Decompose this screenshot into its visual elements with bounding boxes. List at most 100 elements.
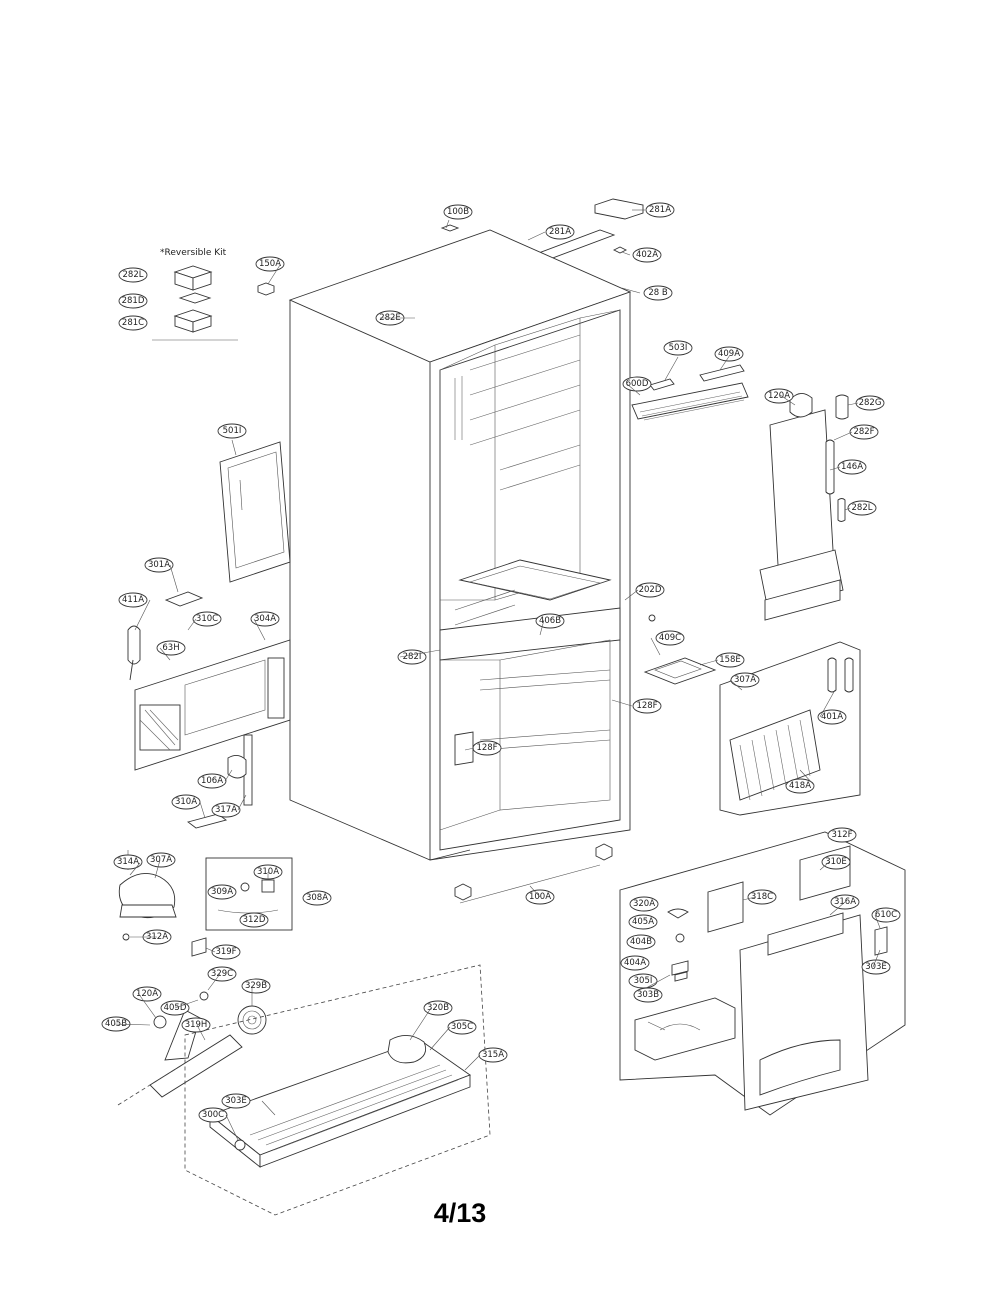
hinge-bracket-part xyxy=(173,265,213,333)
callout-label: 404B xyxy=(626,934,656,950)
callout-label: 405A xyxy=(628,914,658,930)
callout-text: 404B xyxy=(630,937,652,947)
callout-oval xyxy=(632,698,662,714)
callout-oval xyxy=(302,890,332,906)
right-top-duct-parts xyxy=(631,364,749,421)
condenser-fan-part xyxy=(237,1005,267,1035)
callout-oval xyxy=(221,1093,251,1109)
callout-label: 300C xyxy=(198,1107,228,1123)
callout-text: 100B xyxy=(447,207,469,217)
callout-oval xyxy=(629,896,659,912)
callout-label: 146A xyxy=(837,459,867,475)
callout-oval xyxy=(714,346,744,362)
callout-oval xyxy=(211,802,241,818)
callout-label: 128F xyxy=(472,740,502,756)
callout-label: 315A xyxy=(478,1047,508,1063)
leader-lines xyxy=(113,209,881,1141)
callout-label: 312D xyxy=(239,912,269,928)
callout-label: 401A xyxy=(817,709,847,725)
callout-oval xyxy=(217,423,247,439)
callout-label: 282I xyxy=(397,649,427,665)
refrigerator-cabinet xyxy=(288,229,632,861)
callout-label: 503I xyxy=(663,340,693,356)
callout-text: 100A xyxy=(529,892,551,902)
callout-text: 146A xyxy=(841,462,863,472)
callout-oval xyxy=(785,778,815,794)
callout-label: 320A xyxy=(629,896,659,912)
callout-text: 401A xyxy=(821,712,843,722)
callout-text: 402A xyxy=(636,250,658,260)
callout-oval xyxy=(655,630,685,646)
callout-label: 282F xyxy=(849,424,879,440)
callout-text: 318C xyxy=(751,892,773,902)
callout-oval xyxy=(211,944,241,960)
callout-text: 312D xyxy=(243,915,266,925)
callout-label: 318C xyxy=(747,889,777,905)
compressor-group xyxy=(118,850,293,957)
callout-text: 307A xyxy=(150,855,172,865)
callout-text: 329C xyxy=(211,969,233,979)
callout-label: 120A xyxy=(764,388,794,404)
callout-oval xyxy=(132,986,162,1002)
callout-text: 150A xyxy=(259,259,281,269)
callout-text: 312A xyxy=(146,932,168,942)
callout-label: 312F xyxy=(827,827,857,843)
callout-text: 303E xyxy=(225,1096,247,1106)
callout-text: 28 B xyxy=(648,288,668,298)
callout-oval xyxy=(118,267,148,283)
callout-text: 281A xyxy=(649,205,671,215)
callout-text: 158E xyxy=(719,655,741,665)
reversible-kit-label: *Reversible Kit xyxy=(160,248,227,258)
callout-label: 150A xyxy=(255,256,285,272)
callout-label: 202D xyxy=(635,582,665,598)
callout-oval xyxy=(871,907,901,923)
callout-oval xyxy=(443,204,473,220)
callout-oval xyxy=(817,709,847,725)
callout-oval xyxy=(635,582,665,598)
callout-oval xyxy=(747,889,777,905)
callout-text: 405A xyxy=(632,917,654,927)
callout-text: 404A xyxy=(624,958,646,968)
callout-text: 120A xyxy=(768,391,790,401)
callout-text: 315A xyxy=(482,1050,504,1060)
callout-label: 282L xyxy=(118,267,148,283)
callout-label: 402A xyxy=(632,247,662,263)
callout-label: 319F xyxy=(211,944,241,960)
callout-text: 307A xyxy=(734,675,756,685)
callout-label: 281C xyxy=(118,315,148,331)
callout-label: 305I xyxy=(628,973,658,989)
callout-label: 406B xyxy=(535,613,565,629)
callout-text: 301A xyxy=(148,560,170,570)
callout-oval xyxy=(478,1047,508,1063)
callout-oval xyxy=(118,315,148,331)
callout-text: 320A xyxy=(633,899,655,909)
callout-oval xyxy=(118,293,148,309)
callout-text: 314A xyxy=(117,857,139,867)
callout-text: 319H xyxy=(185,1020,208,1030)
callout-label: 409A xyxy=(714,346,744,362)
callout-text: 501I xyxy=(223,426,242,436)
evaporator-part xyxy=(719,641,861,816)
callout-oval xyxy=(181,1017,211,1033)
page-number: 4/13 xyxy=(433,1198,487,1228)
callout-label: 63H xyxy=(156,640,186,656)
callout-label: 28 B xyxy=(643,285,673,301)
callout-label: 120A xyxy=(132,986,162,1002)
callout-text: 128F xyxy=(636,701,657,711)
callout-oval xyxy=(633,987,663,1003)
callout-text: 406B xyxy=(539,616,561,626)
callout-text: 411A xyxy=(122,595,144,605)
leveling-feet xyxy=(454,843,613,904)
callout-label: 301A xyxy=(144,557,174,573)
callout-text: 503I xyxy=(669,343,688,353)
callout-text: 63H xyxy=(162,643,179,653)
callout-text: 310C xyxy=(196,614,218,624)
callout-text: 309A xyxy=(211,887,233,897)
callout-label: 305C xyxy=(447,1019,477,1035)
callout-label: 100B xyxy=(443,204,473,220)
callout-text: 600D xyxy=(626,379,649,389)
callout-label: 319H xyxy=(181,1017,211,1033)
callout-label: 329B xyxy=(241,978,271,994)
callout-text: 281A xyxy=(549,227,571,237)
